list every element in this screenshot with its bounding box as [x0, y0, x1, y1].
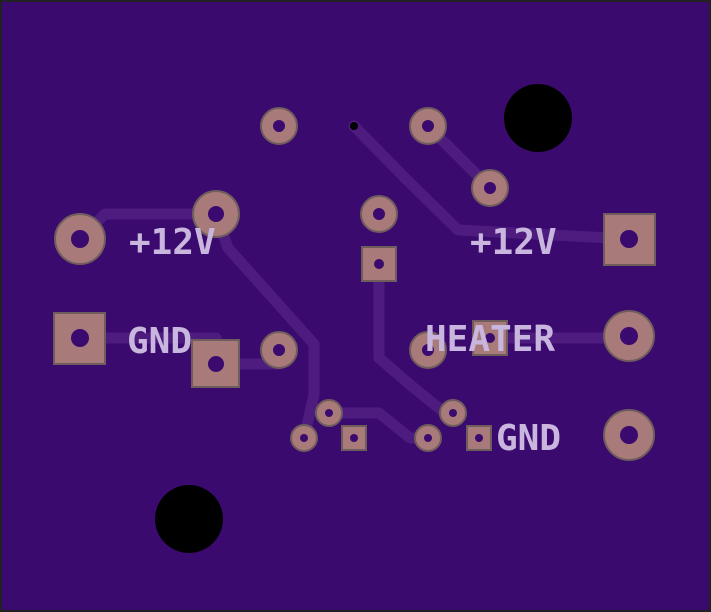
drill-hole	[350, 434, 358, 442]
drill-hole	[208, 356, 224, 372]
drill-hole	[273, 344, 285, 356]
label-right-heater: HEATER	[425, 319, 555, 360]
drill-hole	[422, 344, 434, 356]
drill-hole	[620, 230, 638, 248]
drill-hole	[208, 206, 224, 222]
drill-hole	[71, 230, 89, 248]
round-pads	[54, 107, 655, 461]
trace-right-12v	[348, 120, 635, 245]
drill-hole	[475, 434, 483, 442]
trace-12v-diagonal	[210, 208, 320, 444]
drill-hole	[449, 409, 457, 417]
label-left-gnd: GND	[127, 321, 192, 362]
drill-hole	[325, 409, 333, 417]
drill-holes	[71, 120, 638, 444]
drill-hole	[620, 426, 638, 444]
drill-hole	[484, 182, 496, 194]
drill-hole	[273, 120, 285, 132]
drill-hole	[373, 208, 385, 220]
via-small	[350, 122, 358, 130]
label-left-12v: +12V	[129, 222, 216, 263]
drill-hole	[620, 327, 638, 345]
label-right-gnd: GND	[496, 418, 561, 459]
label-right-12v: +12V	[470, 222, 557, 263]
drill-hole	[71, 329, 89, 347]
pad-small-sq-1	[341, 425, 367, 451]
drill-hole	[374, 259, 384, 269]
copper-traces	[74, 120, 635, 444]
drill-hole	[424, 434, 432, 442]
drill-hole	[485, 333, 495, 343]
drill-hole	[422, 120, 434, 132]
mounting-hole-top-right	[504, 84, 572, 152]
mounting-hole-bottom-left	[155, 485, 223, 553]
drill-hole	[300, 434, 308, 442]
